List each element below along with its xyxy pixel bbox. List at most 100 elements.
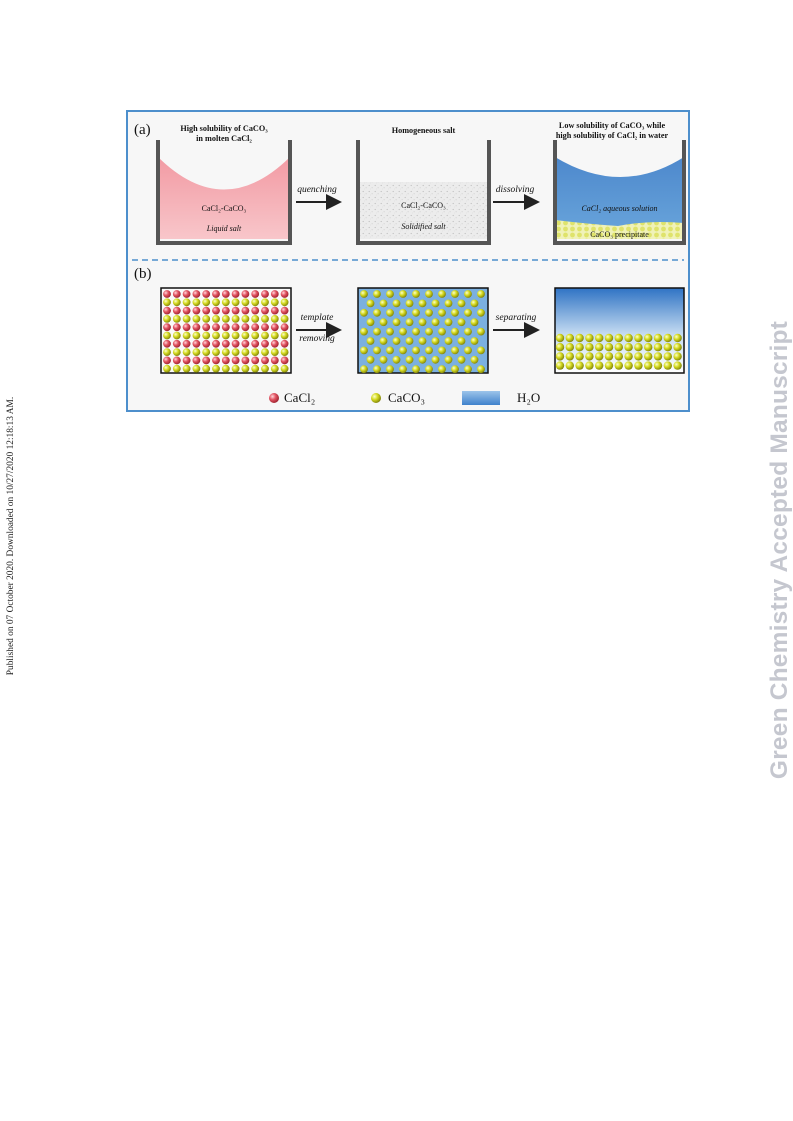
caco3-sphere <box>477 327 485 336</box>
cacl2-sphere <box>182 339 191 348</box>
cacl2-sphere <box>231 339 240 348</box>
caco3-sphere <box>477 346 485 355</box>
caco3-sphere <box>192 348 201 356</box>
cacl2-sphere <box>280 290 289 298</box>
caco3-sphere <box>399 290 407 298</box>
caco3-sphere <box>172 315 181 323</box>
caco3-sphere <box>470 355 479 364</box>
cacl2-sphere <box>270 323 279 332</box>
caco3-sphere <box>595 343 604 352</box>
legend-caco3-label: CaCO₃ <box>388 390 426 405</box>
cacl2-sphere <box>221 323 230 332</box>
cacl2-sphere <box>270 290 279 298</box>
caco3-sphere <box>477 290 485 298</box>
caco3-sphere <box>163 348 171 356</box>
caco3-sphere <box>614 361 623 370</box>
caco3-sphere <box>673 333 682 343</box>
caco3-sphere <box>163 364 171 373</box>
caco3-sphere <box>604 352 614 361</box>
caco3-sphere <box>241 348 250 356</box>
caco3-sphere <box>172 298 181 307</box>
caco3-sphere <box>444 337 453 345</box>
cacl2-sphere <box>202 356 211 365</box>
cacl2-sphere <box>241 356 250 365</box>
caco3-sphere <box>251 331 260 340</box>
caco3-sphere <box>431 299 440 308</box>
caco3-sphere <box>595 361 604 370</box>
beaker-2-formula: CaCl₂-CaCO₃ <box>401 201 446 210</box>
cacl2-sphere <box>251 306 260 315</box>
caco3-sphere <box>624 352 633 361</box>
caco3-sphere <box>373 290 381 298</box>
mixed-lattice <box>163 290 289 373</box>
caco3-sphere <box>280 315 289 323</box>
caco3-sphere <box>457 337 466 345</box>
cacl2-sphere <box>270 306 279 315</box>
cacl2-sphere <box>231 323 240 332</box>
caco3-sphere <box>221 364 230 373</box>
cacl2-sphere <box>192 306 201 315</box>
caco3-sphere <box>418 355 427 364</box>
caco3-in-water-lattice <box>360 290 485 374</box>
caco3-sphere <box>418 318 427 327</box>
caco3-sphere <box>251 298 260 307</box>
caco3-sphere <box>555 361 565 370</box>
cacl2-sphere <box>241 339 250 348</box>
cacl2-sphere <box>192 290 201 298</box>
caco3-sphere <box>212 298 220 307</box>
caco3-sphere <box>470 318 479 327</box>
caco3-sphere <box>366 318 375 327</box>
cacl2-sphere <box>241 290 250 298</box>
caco3-sphere <box>653 361 663 370</box>
beaker-2 <box>356 140 491 245</box>
caco3-sphere <box>386 346 394 355</box>
caco3-sphere <box>451 346 459 355</box>
caco3-sphere <box>565 333 574 343</box>
cacl2-sphere <box>212 306 220 315</box>
caco3-sphere <box>418 299 427 308</box>
caco3-sphere <box>431 318 440 327</box>
caco3-sphere <box>555 333 565 343</box>
caco3-sphere <box>418 337 427 345</box>
caco3-sphere <box>663 333 672 343</box>
caco3-sphere <box>614 333 623 343</box>
caco3-sphere <box>585 343 594 352</box>
caco3-sphere <box>464 346 472 355</box>
quenching-label: quenching <box>297 185 337 195</box>
cacl2-sphere <box>251 290 260 298</box>
caco3-sphere <box>644 352 653 361</box>
caco3-sphere <box>251 364 260 373</box>
caco3-sphere <box>212 315 220 323</box>
caco3-sphere <box>399 365 407 374</box>
caco3-sphere <box>202 364 211 373</box>
caco3-sphere <box>366 299 375 308</box>
caco3-sphere <box>221 331 230 340</box>
caco3-sphere <box>280 298 289 307</box>
beaker-3-solution: CaCl₂ aqueous solution <box>581 204 658 213</box>
cacl2-sphere <box>241 306 250 315</box>
caco3-sphere <box>431 355 440 364</box>
cacl2-sphere <box>212 356 220 365</box>
cacl2-sphere <box>251 356 260 365</box>
cacl2-sphere <box>241 323 250 332</box>
caco3-sphere <box>261 348 269 356</box>
caco3-sphere <box>634 333 643 343</box>
caco3-sphere <box>451 365 459 374</box>
cacl2-sphere <box>251 339 260 348</box>
caco3-sphere <box>457 318 466 327</box>
cacl2-sphere <box>261 306 269 315</box>
cacl2-sphere <box>231 356 240 365</box>
caco3-sphere <box>163 315 171 323</box>
caco3-sphere <box>425 290 433 298</box>
cacl2-sphere <box>221 339 230 348</box>
caco3-sphere <box>451 327 459 336</box>
cacl2-sphere <box>172 290 181 298</box>
beaker-1 <box>156 140 292 245</box>
caco3-sphere <box>470 337 479 345</box>
cacl2-sphere <box>163 339 171 348</box>
caco3-sphere <box>585 352 594 361</box>
cacl2-sphere <box>172 339 181 348</box>
caco3-sphere <box>653 352 663 361</box>
caco3-sphere <box>386 327 394 336</box>
caco3-sphere <box>360 346 368 355</box>
